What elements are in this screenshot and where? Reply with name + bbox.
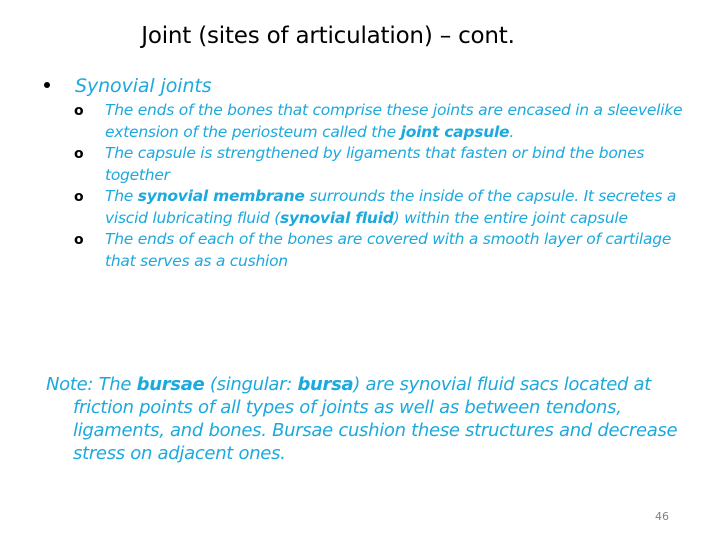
bullet-level2-text: The capsule is strengthened by ligaments…	[105, 143, 688, 186]
emphasis-term: joint capsule	[400, 122, 510, 141]
page-title: Joint (sites of articulation) – cont.	[141, 23, 515, 49]
emphasis-term: bursae	[136, 374, 205, 395]
bullet-level1-label: Synovial joints	[75, 75, 212, 97]
bullet-level2: o The ends of the bones that comprise the…	[0, 100, 720, 143]
bullet-level2: o The capsule is strengthened by ligament…	[0, 143, 720, 186]
bullet-level1-synovial-joints: Synovial joints	[0, 74, 720, 98]
text-run: (singular:	[204, 374, 298, 395]
emphasis-term: synovial fluid	[280, 208, 394, 227]
bullet-level2: o The synovial membrane surrounds the ins…	[0, 186, 720, 229]
text-run: The ends of the bones that comprise thes…	[105, 101, 683, 141]
circle-bullet-icon: o	[74, 189, 84, 205]
slide-body: Synovial joints o The ends of the bones t…	[0, 74, 720, 272]
circle-bullet-icon: o	[74, 103, 84, 119]
note-block: Note: The bursae (singular: bursa) are s…	[46, 373, 686, 465]
text-run: ) within the entire joint capsule	[393, 208, 628, 227]
text-run: The capsule is strengthened by ligaments…	[105, 144, 645, 184]
text-run: ) are synovial fluid sacs located at fri…	[73, 374, 678, 464]
text-run: surrounds the inside of the capsule. It …	[105, 187, 677, 227]
disc-bullet-icon	[44, 82, 50, 88]
note-paragraph: Note: The bursae (singular: bursa) are s…	[46, 373, 686, 465]
page-number: 46	[655, 510, 669, 523]
circle-bullet-icon: o	[74, 232, 84, 248]
bullet-level2-text: The synovial membrane surrounds the insi…	[105, 186, 688, 229]
bullet-level2-text: The ends of each of the bones are covere…	[105, 229, 688, 272]
bullet-level2: o The ends of each of the bones are cover…	[0, 229, 720, 272]
text-run: .	[509, 122, 515, 141]
text-run: The ends of each of the bones are covere…	[105, 230, 672, 270]
emphasis-term: synovial membrane	[137, 187, 305, 205]
circle-bullet-icon: o	[74, 146, 84, 162]
text-run: Note: The	[46, 374, 137, 395]
bullet-level2-text: The ends of the bones that comprise thes…	[105, 100, 688, 143]
sub-bullet-list: o The ends of the bones that comprise the…	[0, 100, 720, 272]
emphasis-term: bursa	[297, 374, 354, 395]
text-run: The	[105, 187, 138, 205]
